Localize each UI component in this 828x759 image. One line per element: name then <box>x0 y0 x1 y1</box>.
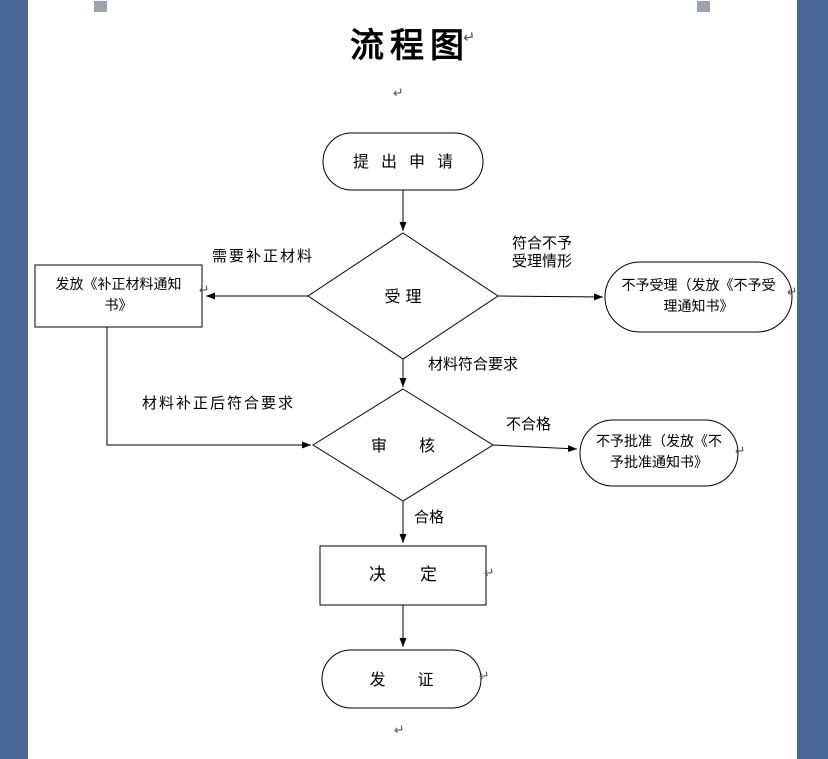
node-certificate-label: 发 证 <box>369 669 434 689</box>
formatting-mark-icon: ↵ <box>483 565 496 582</box>
edge-label-meets-rejection[interactable]: 符合不予 受理情形 <box>512 234 573 270</box>
edge-label-need-supplement[interactable]: 需要补正材料 <box>212 247 315 265</box>
node-decision-label: 决 定 <box>369 565 437 585</box>
node-accept-label: 受理 <box>384 286 427 306</box>
reject-approval-stadium-shape[interactable] <box>579 419 739 487</box>
edge-label-after-supplement-ok[interactable]: 材料补正后符合要求 <box>142 394 296 412</box>
supplement-notice-rect-shape[interactable] <box>34 264 203 328</box>
arrow-supplement-to-review <box>106 327 311 449</box>
formatting-mark-icon: ↵ <box>786 284 799 301</box>
node-reject-acceptance[interactable]: 不予受理（发放《不予受理通知书》 <box>605 262 792 332</box>
page-margin-corner-mark-right <box>697 1 710 12</box>
node-start[interactable]: 提出申请 <box>323 133 483 190</box>
arrow-accept-to-reject-acceptance <box>497 293 604 301</box>
edge-label-unqualified[interactable]: 不合格 <box>506 415 552 433</box>
page-title: 流程图 <box>350 25 470 66</box>
node-supplement-notice-label: 发放《补正材料通知书》 <box>55 277 182 314</box>
page-margin-corner-mark-left <box>94 1 107 12</box>
formatting-mark-icon: ↵ <box>393 722 406 739</box>
formatting-mark-icon: ↵ <box>478 668 491 685</box>
formatting-mark-icon: ↵ <box>734 443 747 460</box>
node-reject-acceptance-label: 不予受理（发放《不予受理通知书》 <box>621 278 776 315</box>
reject-acceptance-stadium-shape[interactable] <box>604 261 793 333</box>
workspace-left-strip <box>0 0 28 759</box>
arrow-review-to-reject-approval <box>492 444 578 453</box>
formatting-mark-icon: ↵ <box>461 27 477 47</box>
node-certificate[interactable]: 发 证 <box>322 650 481 708</box>
decision-rect-shape[interactable] <box>319 545 487 606</box>
edge-label-materials-ok[interactable]: 材料符合要求 <box>428 355 519 373</box>
node-start-label: 提出申请 <box>352 152 465 171</box>
node-accept[interactable]: 受理 <box>308 233 498 359</box>
node-supplement-notice[interactable]: 发放《补正材料通知书》 <box>35 265 202 327</box>
document-page <box>28 0 797 759</box>
workspace-right-strip <box>797 0 828 759</box>
formatting-mark-icon: ↵ <box>198 282 211 299</box>
certificate-stadium-shape[interactable] <box>321 649 482 709</box>
node-decision[interactable]: 决 定 <box>320 546 486 605</box>
node-review-label: 审 核 <box>370 435 435 455</box>
node-review[interactable]: 审 核 <box>313 389 493 501</box>
node-reject-approval[interactable]: 不予批准（发放《不予批准通知书》 <box>580 420 738 486</box>
node-reject-approval-label: 不予批准（发放《不予批准通知书》 <box>596 434 722 471</box>
formatting-mark-icon: ↵ <box>392 85 405 102</box>
edge-label-qualified[interactable]: 合格 <box>414 508 445 526</box>
